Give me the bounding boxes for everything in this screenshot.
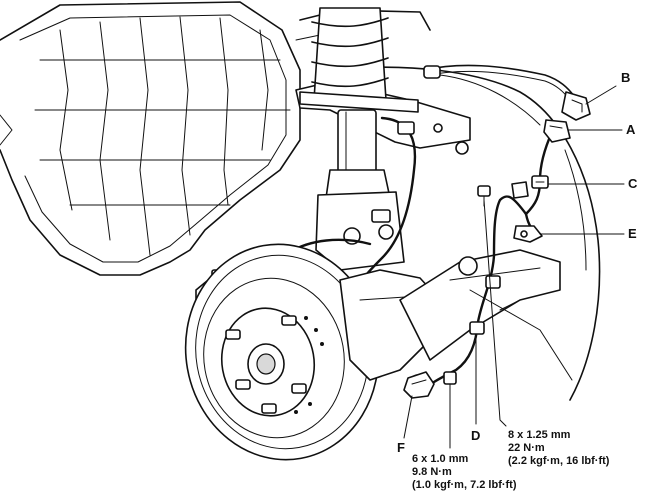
leader-b — [585, 85, 617, 105]
small-bolt-torque-nm: 9.8 N·m — [412, 466, 452, 478]
brake-disc — [184, 243, 380, 461]
wheel-stud — [291, 383, 307, 394]
callout-d: D — [471, 428, 480, 443]
large-bolt-torque-alt: (2.2 kgf·m, 16 lbf·ft) — [508, 455, 610, 467]
callout-e: E — [628, 226, 637, 241]
wheel-stud — [261, 403, 277, 414]
wheel-studs — [225, 315, 307, 414]
coil-spring — [311, 7, 389, 101]
leader-f — [403, 395, 413, 439]
harness-clip-d — [469, 275, 501, 335]
callout-f: F — [397, 440, 405, 455]
large-bolt-torque-nm: 22 N·m — [508, 442, 545, 454]
connector-a — [543, 119, 571, 143]
small-bolt-size: 6 x 1.0 mm — [412, 453, 468, 465]
callout-b: B — [621, 70, 630, 85]
torque-spec-small-bolt: 6 x 1.0 mm 9.8 N·m (1.0 kgf·m, 7.2 lbf·f… — [412, 453, 517, 491]
small-bolt-torque-alt: (1.0 kgf·m, 7.2 lbf·ft) — [412, 479, 517, 491]
sensor-bolt-6mm — [443, 371, 457, 397]
leader-lines — [403, 85, 625, 449]
strut-body — [299, 91, 419, 271]
connector-b — [561, 91, 591, 121]
leader-large-bolt — [483, 199, 507, 427]
disc-vent-holes — [294, 316, 324, 414]
callout-a: A — [626, 122, 636, 137]
callout-c: C — [628, 176, 638, 191]
wheel-stud — [235, 379, 251, 390]
inner-fender-liner — [0, 1, 301, 276]
lower-control-arm — [399, 249, 561, 361]
wheel-stud — [225, 329, 241, 340]
upper-fitting — [423, 65, 441, 79]
wheel-stud — [281, 315, 297, 326]
harness-clip-c — [531, 175, 549, 189]
torque-spec-large-bolt: 8 x 1.25 mm 22 N·m (2.2 kgf·m, 16 lbf·ft… — [508, 429, 610, 467]
wheel-speed-sensor-f — [403, 371, 435, 399]
large-bolt-size: 8 x 1.25 mm — [508, 429, 571, 441]
suspension-bracket — [469, 289, 573, 381]
harness-bracket — [511, 181, 529, 199]
harness-clip-e — [513, 225, 543, 243]
